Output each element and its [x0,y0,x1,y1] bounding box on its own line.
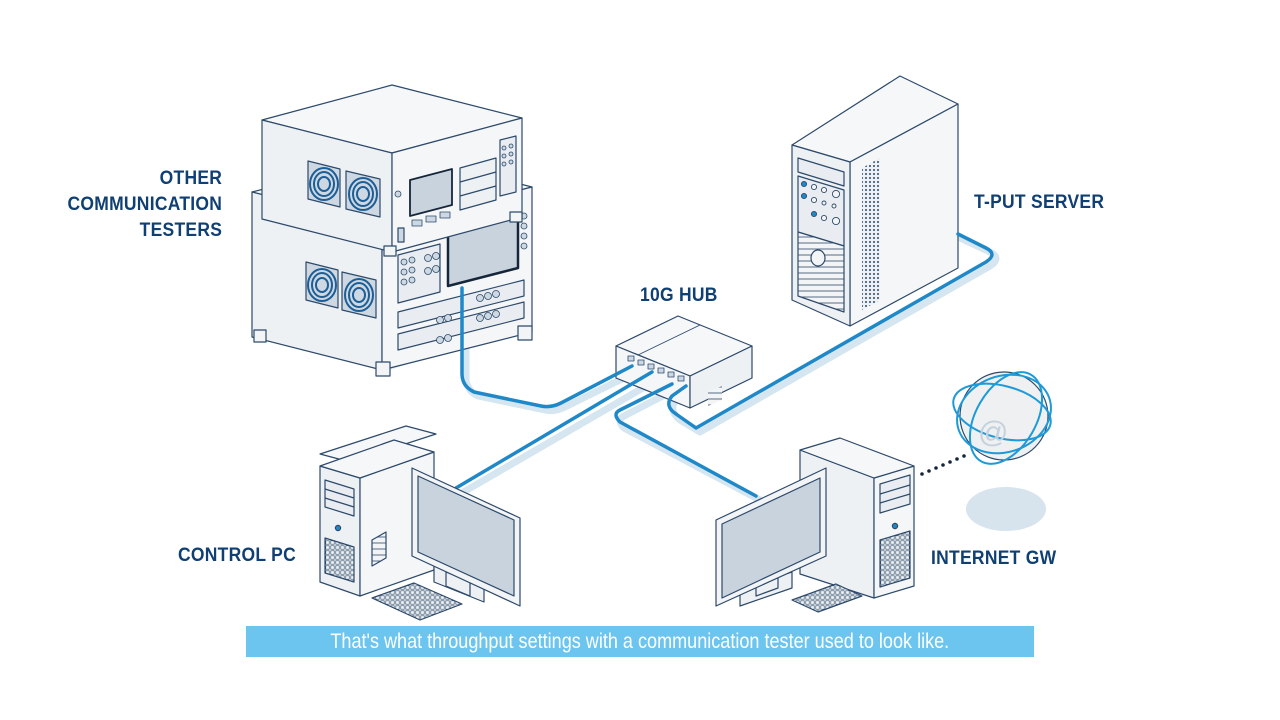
cables [454,232,994,498]
cable-hub-to-control-pc [454,370,654,490]
at-symbol-icon: @ [978,416,1008,449]
label-other-testers-line1: OTHER [159,168,222,189]
internet-globe-icon: @ [952,371,1052,531]
label-control-pc: CONTROL PC [178,545,297,566]
cable-tester-to-hub [460,286,634,409]
internet-gw-pc [715,437,915,613]
label-other-testers-line3: TESTERS [139,220,222,241]
tester-screen [409,168,453,217]
tput-server [791,75,959,327]
fan-icon [345,170,381,218]
label-internet-gw: INTERNET GW [931,548,1057,569]
hub-10g [615,315,753,409]
cable-hub-to-internet-gw [614,382,758,498]
label-other-testers: OTHER COMMUNICATION TESTERS [67,166,222,244]
fan-icon [307,160,341,208]
label-10g-hub: 10G HUB [640,285,718,306]
subtitle-text: That's what throughput settings with a c… [330,630,950,653]
label-other-testers-line2: COMMUNICATION [67,194,222,215]
communication-testers [251,84,533,377]
label-tput-server: T-PUT SERVER [974,192,1105,213]
fan-icon [341,271,377,319]
fan-icon [305,261,339,309]
cable-hub-to-tput-server [667,232,994,430]
internet-link-dots [920,454,966,476]
control-pc [319,425,521,621]
subtitle-caption: That's what throughput settings with a c… [246,626,1034,657]
